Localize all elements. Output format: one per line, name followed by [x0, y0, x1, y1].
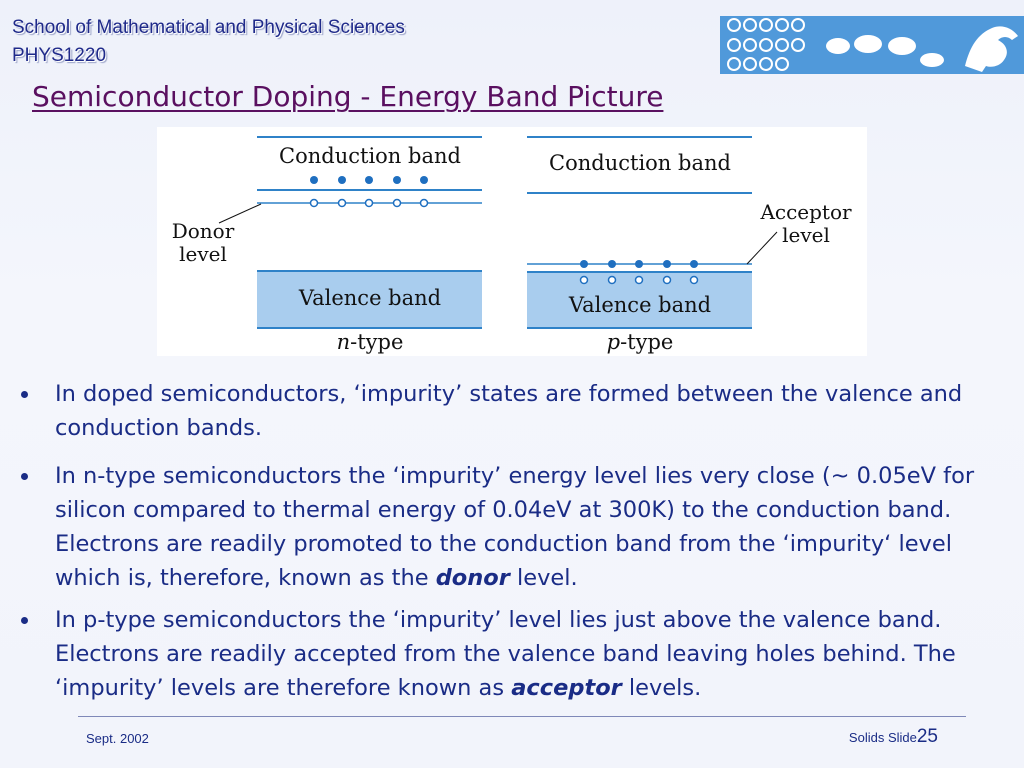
n-donor-ions — [309, 198, 429, 208]
bullet-text-tail: level. — [509, 565, 578, 591]
n-conduction-electrons — [310, 176, 428, 184]
bullet-dot-icon — [21, 473, 28, 480]
bullet-text: In n-type semiconductors the ‘impurity’ … — [55, 463, 975, 591]
bullet-text: In p-type semiconductors the ‘impurity’ … — [55, 607, 956, 701]
donor-level-label-line2: level — [179, 242, 227, 266]
bullet-dot-icon — [21, 617, 28, 624]
bullet-dot-icon — [21, 391, 28, 398]
n-type-diagram: Conduction band Donor level Valence band… — [172, 136, 482, 354]
slide-label: Solids Slide — [848, 730, 917, 745]
university-logo — [720, 16, 1024, 74]
course-code: PHYS1220 — [12, 45, 107, 66]
n-valence-band-label: Valence band — [298, 286, 441, 310]
n-conduction-band-label: Conduction band — [279, 144, 461, 168]
bullet-emphasis-acceptor: acceptor — [511, 675, 622, 701]
bullet-item: In doped semiconductors, ‘impurity’ stat… — [21, 377, 1005, 445]
donor-level-label-line1: Donor — [172, 219, 235, 243]
bullet-text: In doped semiconductors, ‘impurity’ stat… — [55, 381, 963, 441]
school-name: School of Mathematical and Physical Scie… — [12, 17, 405, 38]
acceptor-pointer-line — [746, 231, 778, 265]
p-type-caption: p-type — [607, 330, 674, 354]
footer-divider — [78, 716, 966, 717]
bullet-item: In n-type semiconductors the ‘impurity’ … — [21, 459, 1005, 595]
p-valence-band-label: Valence band — [568, 293, 711, 317]
bullet-emphasis-donor: donor — [435, 565, 510, 591]
slide-number: 25 — [916, 726, 938, 747]
footer-date: Sept. 2002 — [86, 731, 149, 746]
n-valence-band — [257, 271, 482, 328]
p-conduction-band-label: Conduction band — [549, 151, 731, 175]
slide-title: Semiconductor Doping - Energy Band Pictu… — [32, 80, 664, 113]
bullet-text-tail: levels. — [621, 675, 702, 701]
energy-band-figure: Conduction band Donor level Valence band… — [157, 127, 867, 356]
bullet-item: In p-type semiconductors the ‘impurity’ … — [21, 603, 1005, 705]
p-type-diagram: Conduction band Valence band Acceptor le… — [527, 136, 852, 354]
p-acceptor-electrons — [580, 260, 698, 268]
n-type-caption: n-type — [337, 330, 404, 354]
footer-slide-number: Solids Slide25 — [849, 726, 938, 748]
p-valence-holes — [579, 275, 699, 285]
acceptor-level-label-line1: Acceptor — [759, 200, 852, 224]
acceptor-level-label-line2: level — [782, 223, 830, 247]
donor-pointer-line — [218, 203, 262, 224]
